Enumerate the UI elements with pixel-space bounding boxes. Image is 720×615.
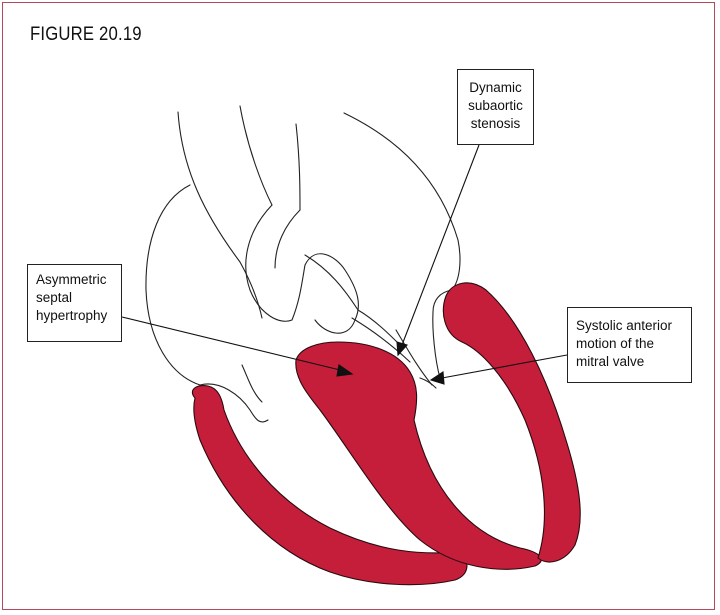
arrowhead-sam [429,371,445,385]
arrowhead-asymmetric [336,364,354,377]
vessel-outline-center [295,123,301,211]
mitral-leaflet-posterior [432,289,453,379]
label-asymmetric-septal-hypertrophy: Asymmetric septal hypertrophy [27,264,122,342]
atrium-inner-outline [241,364,263,403]
leader-line-sam [441,354,568,379]
vessel-outline-mid [274,209,301,269]
mitral-leaflet-tip [419,377,437,389]
label-systolic-anterior-motion: Systolic anterior motion of the mitral v… [567,307,692,383]
leader-line-dynamic [401,144,480,346]
atrium-lower-outline [199,383,269,423]
aorta-outline-left [177,111,263,319]
figure-title: FIGURE 20.19 [30,24,142,45]
label-dynamic-subaortic-stenosis: Dynamic subaortic stenosis [457,69,534,145]
leader-line-asymmetric [121,316,341,371]
figure-frame [2,2,715,610]
mitral-leaflet-anterior [395,329,433,386]
interventricular-septum [295,341,542,570]
left-atrium-outline [145,184,201,386]
aorta-outline-arch [343,112,461,291]
ventricular-posterior-wall [442,282,581,563]
aortic-root-outline [304,254,401,346]
arrowhead-dynamic [396,341,408,357]
pulmonary-trunk-outline [245,204,359,334]
vessel-outline-inner-left [239,105,273,206]
aortic-root-outline-2 [351,317,411,363]
